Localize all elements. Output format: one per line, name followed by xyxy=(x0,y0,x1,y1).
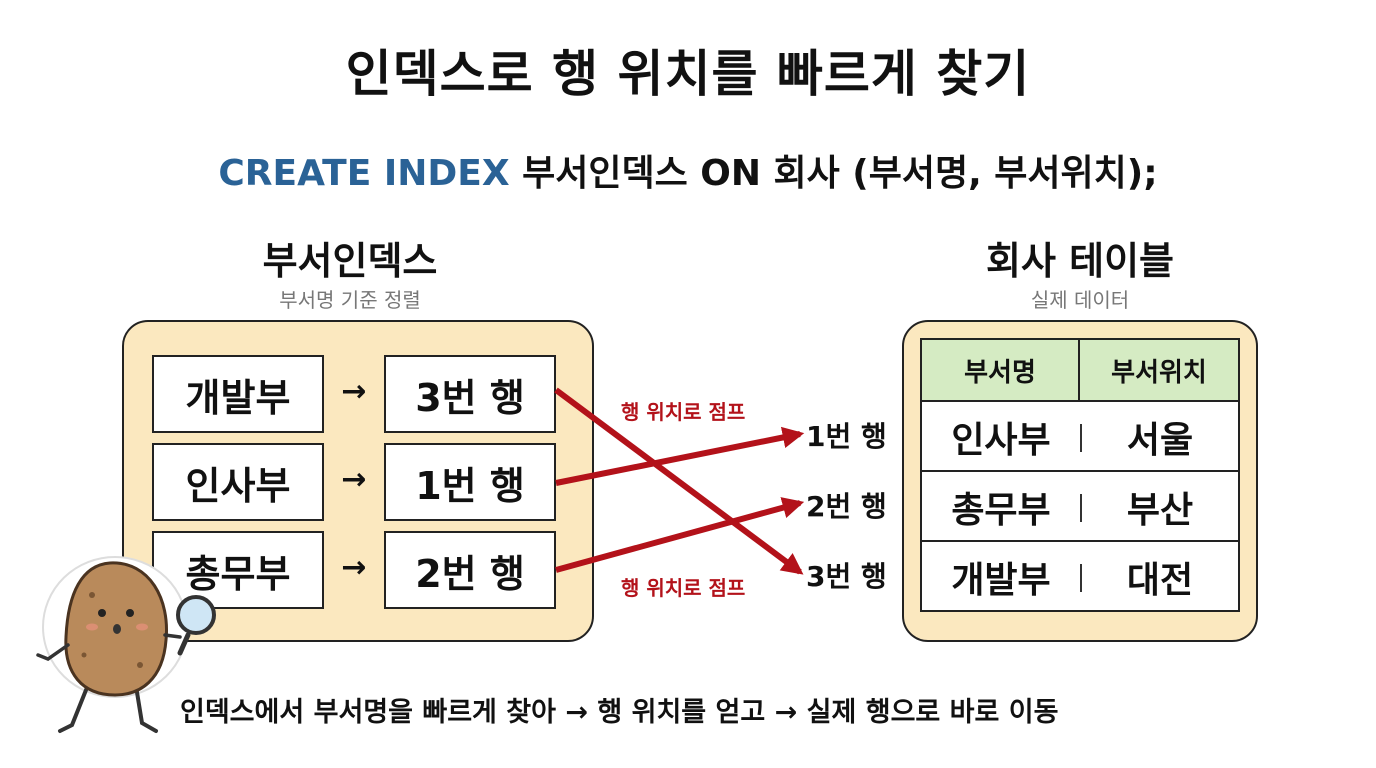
table-cell-dept: 개발부 xyxy=(951,560,1051,601)
page-title: 인덱스로 행 위치를 빠르게 찾기 xyxy=(345,45,1031,103)
table-row: 개발부 대전 xyxy=(922,542,1238,612)
table-panel-title: 회사 테이블 xyxy=(985,239,1175,283)
index-panel-subtitle: 부서명 기준 정렬 xyxy=(279,288,421,312)
table-cell-location: 부산 xyxy=(1126,490,1194,531)
column-header: 부서명 xyxy=(922,340,1080,400)
potato-mascot-icon xyxy=(36,556,216,733)
table-cell-location: 대전 xyxy=(1126,560,1194,601)
index-pointer-cell: 3번 행 xyxy=(384,355,556,433)
cell-divider xyxy=(1080,564,1082,592)
cell-divider xyxy=(1080,494,1082,522)
index-panel: 개발부 → 3번 행 인사부 → 1번 행 총무부 → 2번 행 xyxy=(122,320,594,642)
table-row: 총무부 부산 xyxy=(922,472,1238,542)
cell-divider xyxy=(1080,424,1082,452)
table-panel: 부서명 부서위치 인사부 서울 총무부 부산 개발부 대전 xyxy=(902,320,1258,642)
row-label: 2번 행 xyxy=(806,490,887,523)
right-arrow-icon: → xyxy=(341,550,367,585)
jump-label-bottom: 행 위치로 점프 xyxy=(621,576,746,600)
index-key-cell: 총무부 xyxy=(152,531,324,609)
index-panel-title: 부서인덱스 xyxy=(262,239,438,283)
index-pointer-cell: 1번 행 xyxy=(384,443,556,521)
table-cell-dept: 총무부 xyxy=(951,490,1051,531)
company-table: 부서명 부서위치 인사부 서울 총무부 부산 개발부 대전 xyxy=(920,338,1240,612)
row-label: 1번 행 xyxy=(806,420,887,453)
sql-rest: 부서인덱스 ON 회사 (부서명, 부서위치); xyxy=(509,153,1158,194)
right-arrow-icon: → xyxy=(341,374,367,409)
table-cell-location: 서울 xyxy=(1126,420,1194,461)
column-header: 부서위치 xyxy=(1111,357,1207,388)
sql-statement: CREATE INDEX 부서인덱스 ON 회사 (부서명, 부서위치); xyxy=(0,144,1376,196)
table-panel-subtitle: 실제 데이터 xyxy=(1030,288,1130,312)
index-key-cell: 개발부 xyxy=(152,355,324,433)
index-key-cell: 인사부 xyxy=(152,443,324,521)
arrow-devdept-to-row3 xyxy=(554,387,804,575)
index-pointer-cell: 2번 행 xyxy=(384,531,556,609)
arrow-gadept-to-row2 xyxy=(555,497,805,573)
table-cell-dept: 인사부 xyxy=(951,420,1051,461)
table-header-row: 부서명 부서위치 xyxy=(922,340,1238,402)
table-row: 인사부 서울 xyxy=(922,402,1238,472)
sql-keyword: CREATE INDEX xyxy=(218,153,510,194)
right-arrow-icon: → xyxy=(341,462,367,497)
caption: 인덱스에서 부서명을 빠르게 찾아 → 행 위치를 얻고 → 실제 행으로 바로… xyxy=(180,697,1059,728)
arrow-hrdept-to-row1 xyxy=(555,426,805,486)
row-label: 3번 행 xyxy=(806,560,887,593)
jump-label-top: 행 위치로 점프 xyxy=(621,400,746,424)
